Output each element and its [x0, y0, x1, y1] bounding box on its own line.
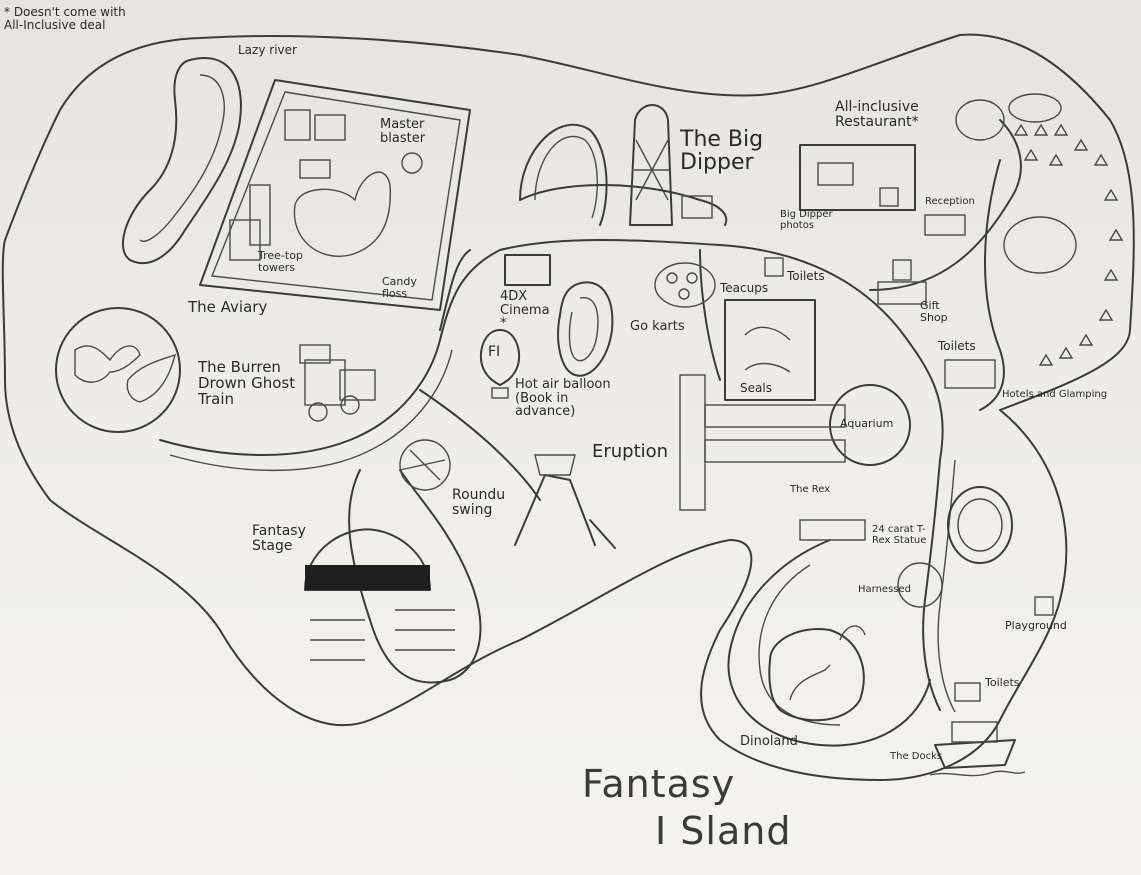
- label-rex-statue: 24 carat T-Rex Statue: [872, 524, 927, 546]
- label-aviary: The Aviary: [188, 298, 268, 316]
- label-lazy-river: Lazy river: [238, 43, 297, 57]
- label-toilets-1: Toilets: [787, 269, 825, 283]
- hotel-building-1: [955, 99, 1005, 141]
- map-title-line1: Fantasy: [582, 762, 736, 806]
- label-hot-air-balloon: Hot air balloon (Book in advance): [515, 377, 611, 420]
- label-ghost-train: The Burren Drown Ghost Train: [198, 358, 296, 408]
- label-big-dipper-photos: Big Dipper photos: [780, 209, 833, 231]
- label-cinema: 4DX Cinema *: [500, 289, 550, 332]
- label-reception: Reception: [925, 196, 975, 207]
- eruption-drawing: [514, 374, 706, 549]
- aquarium-circle: [829, 384, 911, 466]
- aviary-circle: [55, 307, 181, 433]
- reception-building: [924, 214, 966, 236]
- label-treetop-towers: Tree-top towers: [258, 249, 303, 274]
- label-dinoland: Dinoland: [740, 734, 798, 749]
- label-toilets-3: Toilets: [985, 676, 1020, 689]
- roundu-swing-drawing: [399, 439, 451, 491]
- toilets-block-2: [944, 359, 996, 389]
- label-playground: Playground: [1005, 619, 1067, 632]
- lazy-river: [121, 57, 242, 265]
- label-aquarium: Aquarium: [840, 417, 894, 430]
- main-path: [159, 239, 944, 711]
- seals-pool: [724, 299, 816, 401]
- playground-oval: [947, 486, 1013, 564]
- label-the-rex: The Rex: [790, 484, 831, 495]
- docks-ship-drawing: [929, 682, 1026, 777]
- label-harnessed: Harnessed: [858, 584, 911, 595]
- label-gift-shop: Gift Shop: [920, 299, 948, 324]
- rex-statue-platform: [799, 519, 866, 541]
- label-go-karts: Go karts: [630, 319, 685, 334]
- gift-shop-building: [877, 281, 927, 305]
- label-the-docks: The Docks: [890, 751, 943, 762]
- restaurant-building: [799, 144, 916, 211]
- dinoland-enclosure: [768, 628, 865, 722]
- label-candy-floss: Candy floss: [382, 275, 417, 300]
- label-hotels: Hotels and Glamping: [1002, 389, 1108, 400]
- pool: [293, 171, 392, 257]
- balloon-mark: FI: [488, 344, 501, 360]
- label-roundu-swing: Roundu swing: [452, 487, 506, 518]
- hotel-building-2: [1003, 216, 1077, 274]
- hot-air-balloon-drawing: [480, 329, 520, 399]
- go-kart-track: [557, 281, 614, 377]
- island-outline: [1, 33, 1135, 781]
- label-fantasy-stage: Fantasy Stage: [252, 523, 306, 554]
- ghost-train-drawing: [299, 344, 376, 422]
- label-seals: Seals: [740, 381, 772, 395]
- big-dipper-drawing: [519, 104, 728, 226]
- map-title-line2: I Sland: [655, 809, 792, 853]
- cinema-building: [504, 254, 551, 286]
- label-eruption: Eruption: [592, 441, 669, 462]
- label-toilets-2: Toilets: [938, 339, 976, 353]
- teacups-drawing: [654, 262, 716, 308]
- water-park-area: [199, 79, 471, 311]
- label-teacups: Teacups: [720, 281, 769, 295]
- label-big-dipper: The Big Dipper: [680, 127, 764, 176]
- label-restaurant: All-inclusive Restaurant*: [835, 99, 919, 130]
- corner-note: * Doesn't come with All-Inclusive deal: [4, 5, 126, 32]
- glamping-tents: [1013, 123, 1124, 366]
- fantasy-stage-drawing: [304, 528, 455, 661]
- label-master-blaster: Master blaster: [380, 117, 426, 146]
